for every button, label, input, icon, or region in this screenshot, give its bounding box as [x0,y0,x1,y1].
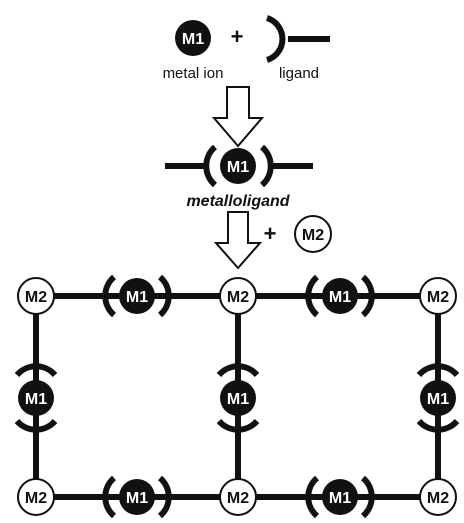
down-arrow-1 [211,86,265,148]
framework-node-m1: M1 [102,274,172,318]
framework-node-label: M2 [427,490,449,507]
metal-ion-caption: metal ion [163,65,224,82]
framework-node-m1: M1 [416,363,460,433]
framework-node-label: M2 [25,289,47,306]
framework-node-m1: M1 [216,363,260,433]
metalloligand-caption: metalloligand [186,193,290,210]
framework-node-m2: M2 [419,277,457,315]
framework-node-m1: M1 [102,475,172,519]
ligand-caption: ligand [279,65,319,82]
framework-node-label: M2 [427,289,449,306]
framework-node-label: M1 [329,490,351,507]
framework-node-m1: M1 [305,475,375,519]
plus-sign-2: + [264,221,277,246]
framework-node-m1: M1 [305,274,375,318]
framework-node-m2: M2 [219,478,257,516]
framework-node-label: M1 [227,391,249,408]
framework-node-label: M2 [25,490,47,507]
framework-node-m2: M2 [219,277,257,315]
framework-node-m2: M2 [17,277,55,315]
framework-node-label: M1 [126,490,148,507]
framework-node-label: M2 [227,490,249,507]
framework-node-label: M1 [25,391,47,408]
framework-node-m2: M2 [419,478,457,516]
ligand-symbol [265,15,330,63]
metal-ion-label: M1 [182,31,204,48]
framework-node-label: M1 [126,289,148,306]
framework-node-m2: M2 [17,478,55,516]
added-metal: M2 [294,215,332,253]
framework-node-label: M1 [329,289,351,306]
down-arrow-2 [213,211,263,270]
metal-ion: M1 [175,20,211,56]
framework-node-label: M1 [427,391,449,408]
framework-node-label: M2 [227,289,249,306]
framework-node-m1: M1 [14,363,58,433]
metalloligand-symbol: M1 [165,144,313,188]
metalloligand-label: M1 [227,159,249,176]
added-metal-label: M2 [302,227,324,244]
plus-sign-1: + [231,24,244,49]
